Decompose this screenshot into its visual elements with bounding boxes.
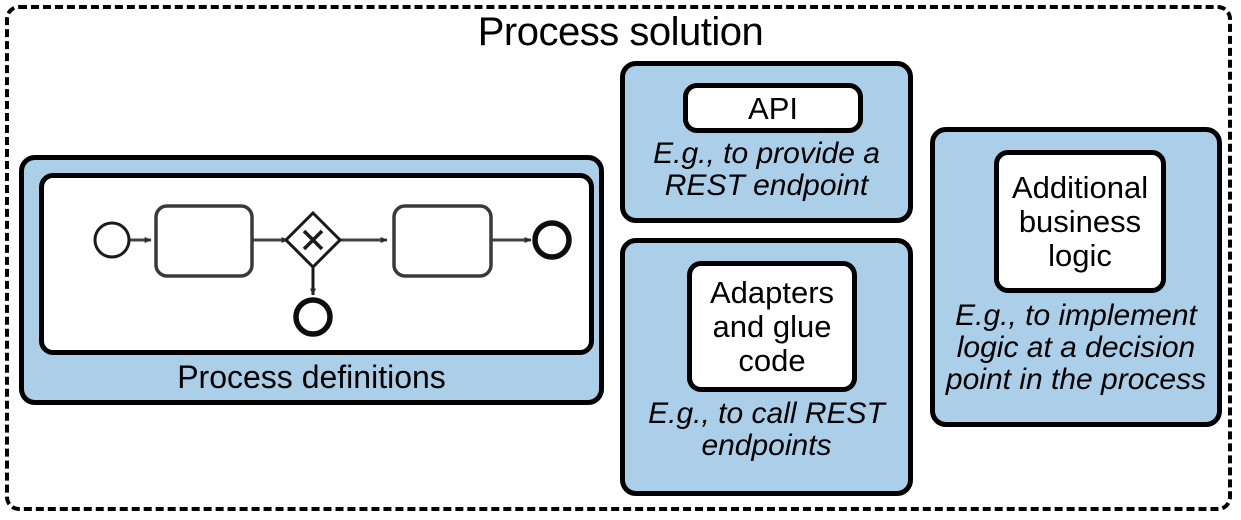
adapters-caption-line-1: E.g., to call REST [648, 397, 885, 430]
adapters-caption: E.g., to call REST endpoints [625, 398, 908, 462]
panel-api[interactable]: API E.g., to provide a REST endpoint [620, 61, 913, 223]
logic-caption-line-3: point in the process [945, 363, 1207, 396]
bpmn-process-diagram [93, 204, 572, 337]
logic-card-line-2: business [1018, 203, 1142, 239]
additional-business-logic-card[interactable]: Additional business logic [994, 150, 1166, 293]
panel-additional-business-logic[interactable]: Additional business logic E.g., to imple… [930, 127, 1222, 427]
logic-card-line-3: logic [1048, 237, 1112, 273]
additional-business-logic-card-label: Additional business logic [1008, 169, 1152, 273]
bpmn-task-1[interactable] [154, 204, 254, 278]
adapters-card-line-3: code [738, 342, 806, 378]
page-title: Process solution [477, 10, 764, 54]
adapters-card-line-1: Adapters [709, 274, 835, 310]
api-card-label: API [748, 90, 798, 126]
bpmn-start-event[interactable] [93, 221, 131, 259]
process-solution-boundary [5, 5, 1232, 511]
process-diagram-card [39, 173, 594, 355]
adapters-card-label: Adapters and glue code [706, 274, 838, 378]
bpmn-task-2[interactable] [392, 204, 493, 278]
api-caption-line-2: REST endpoint [664, 169, 869, 202]
bpmn-end-event-main[interactable] [532, 220, 572, 260]
adapters-caption-line-2: endpoints [701, 429, 832, 462]
panel-process-definitions[interactable]: Process definitions [19, 155, 604, 405]
logic-caption-line-1: E.g., to implement [955, 299, 1197, 332]
panel-adapters-and-glue-code[interactable]: Adapters and glue code E.g., to call RES… [620, 238, 913, 496]
logic-card-line-1: Additional [1011, 169, 1149, 205]
adapters-card[interactable]: Adapters and glue code [687, 261, 857, 392]
api-card[interactable]: API [683, 83, 863, 133]
api-caption: E.g., to provide a REST endpoint [625, 138, 908, 202]
bpmn-end-event-branch[interactable] [293, 297, 333, 337]
api-caption-line-1: E.g., to provide a [653, 137, 880, 170]
logic-caption-line-2: logic at a decision [956, 331, 1196, 364]
bpmn-exclusive-gateway[interactable] [283, 210, 343, 270]
additional-business-logic-caption: E.g., to implement logic at a decision p… [935, 300, 1217, 396]
adapters-card-line-2: and glue [712, 308, 832, 344]
process-definitions-caption: Process definitions [177, 359, 446, 395]
